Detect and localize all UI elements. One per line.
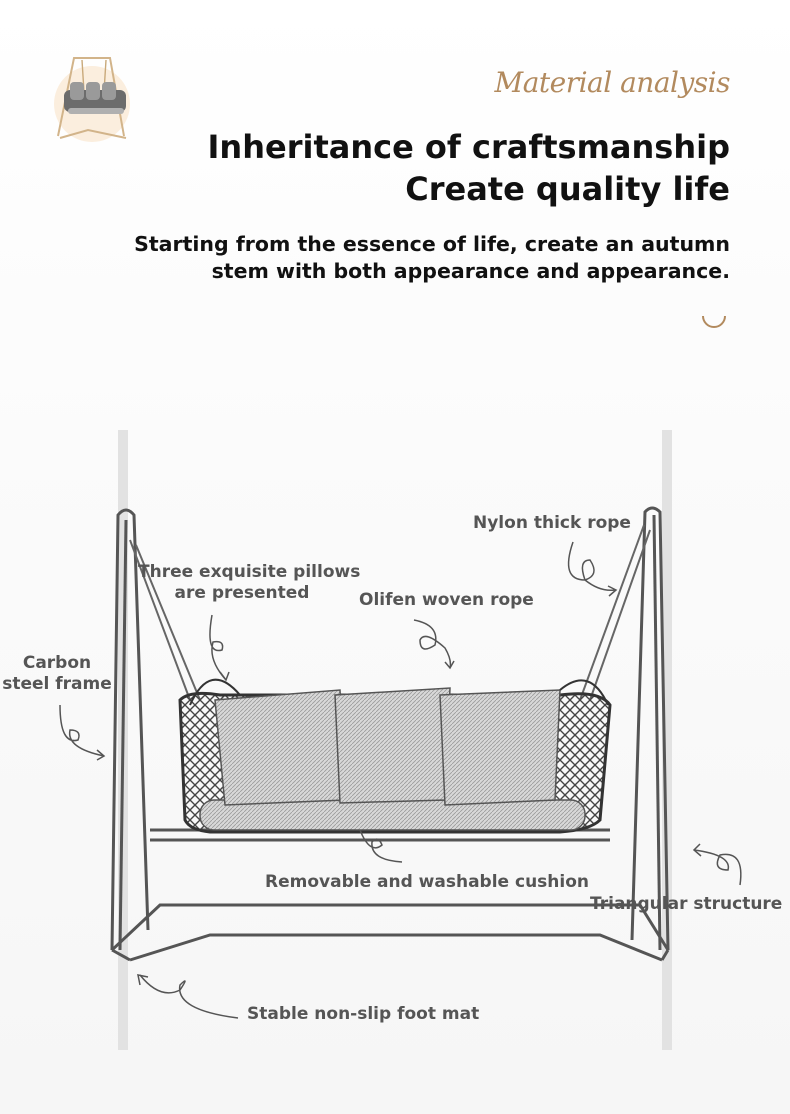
label-pillows: Three exquisite pillows are presented (138, 562, 361, 604)
swing-chair-thumbnail-icon (48, 52, 148, 144)
smile-arc-icon (702, 315, 726, 328)
subtitle-line-1: Starting from the essence of life, creat… (134, 232, 730, 256)
label-carbon-frame: Carbon steel frame (2, 653, 112, 695)
headline-line-1: Inheritance of craftsmanship (207, 128, 730, 166)
subtitle-line-2: stem with both appearance and appearance… (211, 259, 730, 283)
label-carbon-line-2: steel frame (2, 674, 112, 694)
label-nylon-rope: Nylon thick rope (473, 513, 631, 533)
subtitle: Starting from the essence of life, creat… (110, 231, 730, 285)
headline-line-2: Create quality life (405, 170, 730, 208)
label-triangular-structure: Triangular structure (590, 894, 783, 914)
section-script-title: Material analysis (494, 66, 731, 99)
label-cushion: Removable and washable cushion (265, 872, 589, 892)
label-foot-mat: Stable non-slip foot mat (247, 1004, 480, 1024)
swing-chair-illustration (110, 430, 672, 1050)
label-carbon-line-1: Carbon (22, 653, 92, 673)
label-olefin-rope: Olifen woven rope (359, 590, 534, 610)
label-pillows-line-2: are presented (174, 583, 310, 603)
label-pillows-line-1: Three exquisite pillows (138, 562, 361, 582)
page-title: Inheritance of craftsmanship Create qual… (208, 126, 730, 210)
